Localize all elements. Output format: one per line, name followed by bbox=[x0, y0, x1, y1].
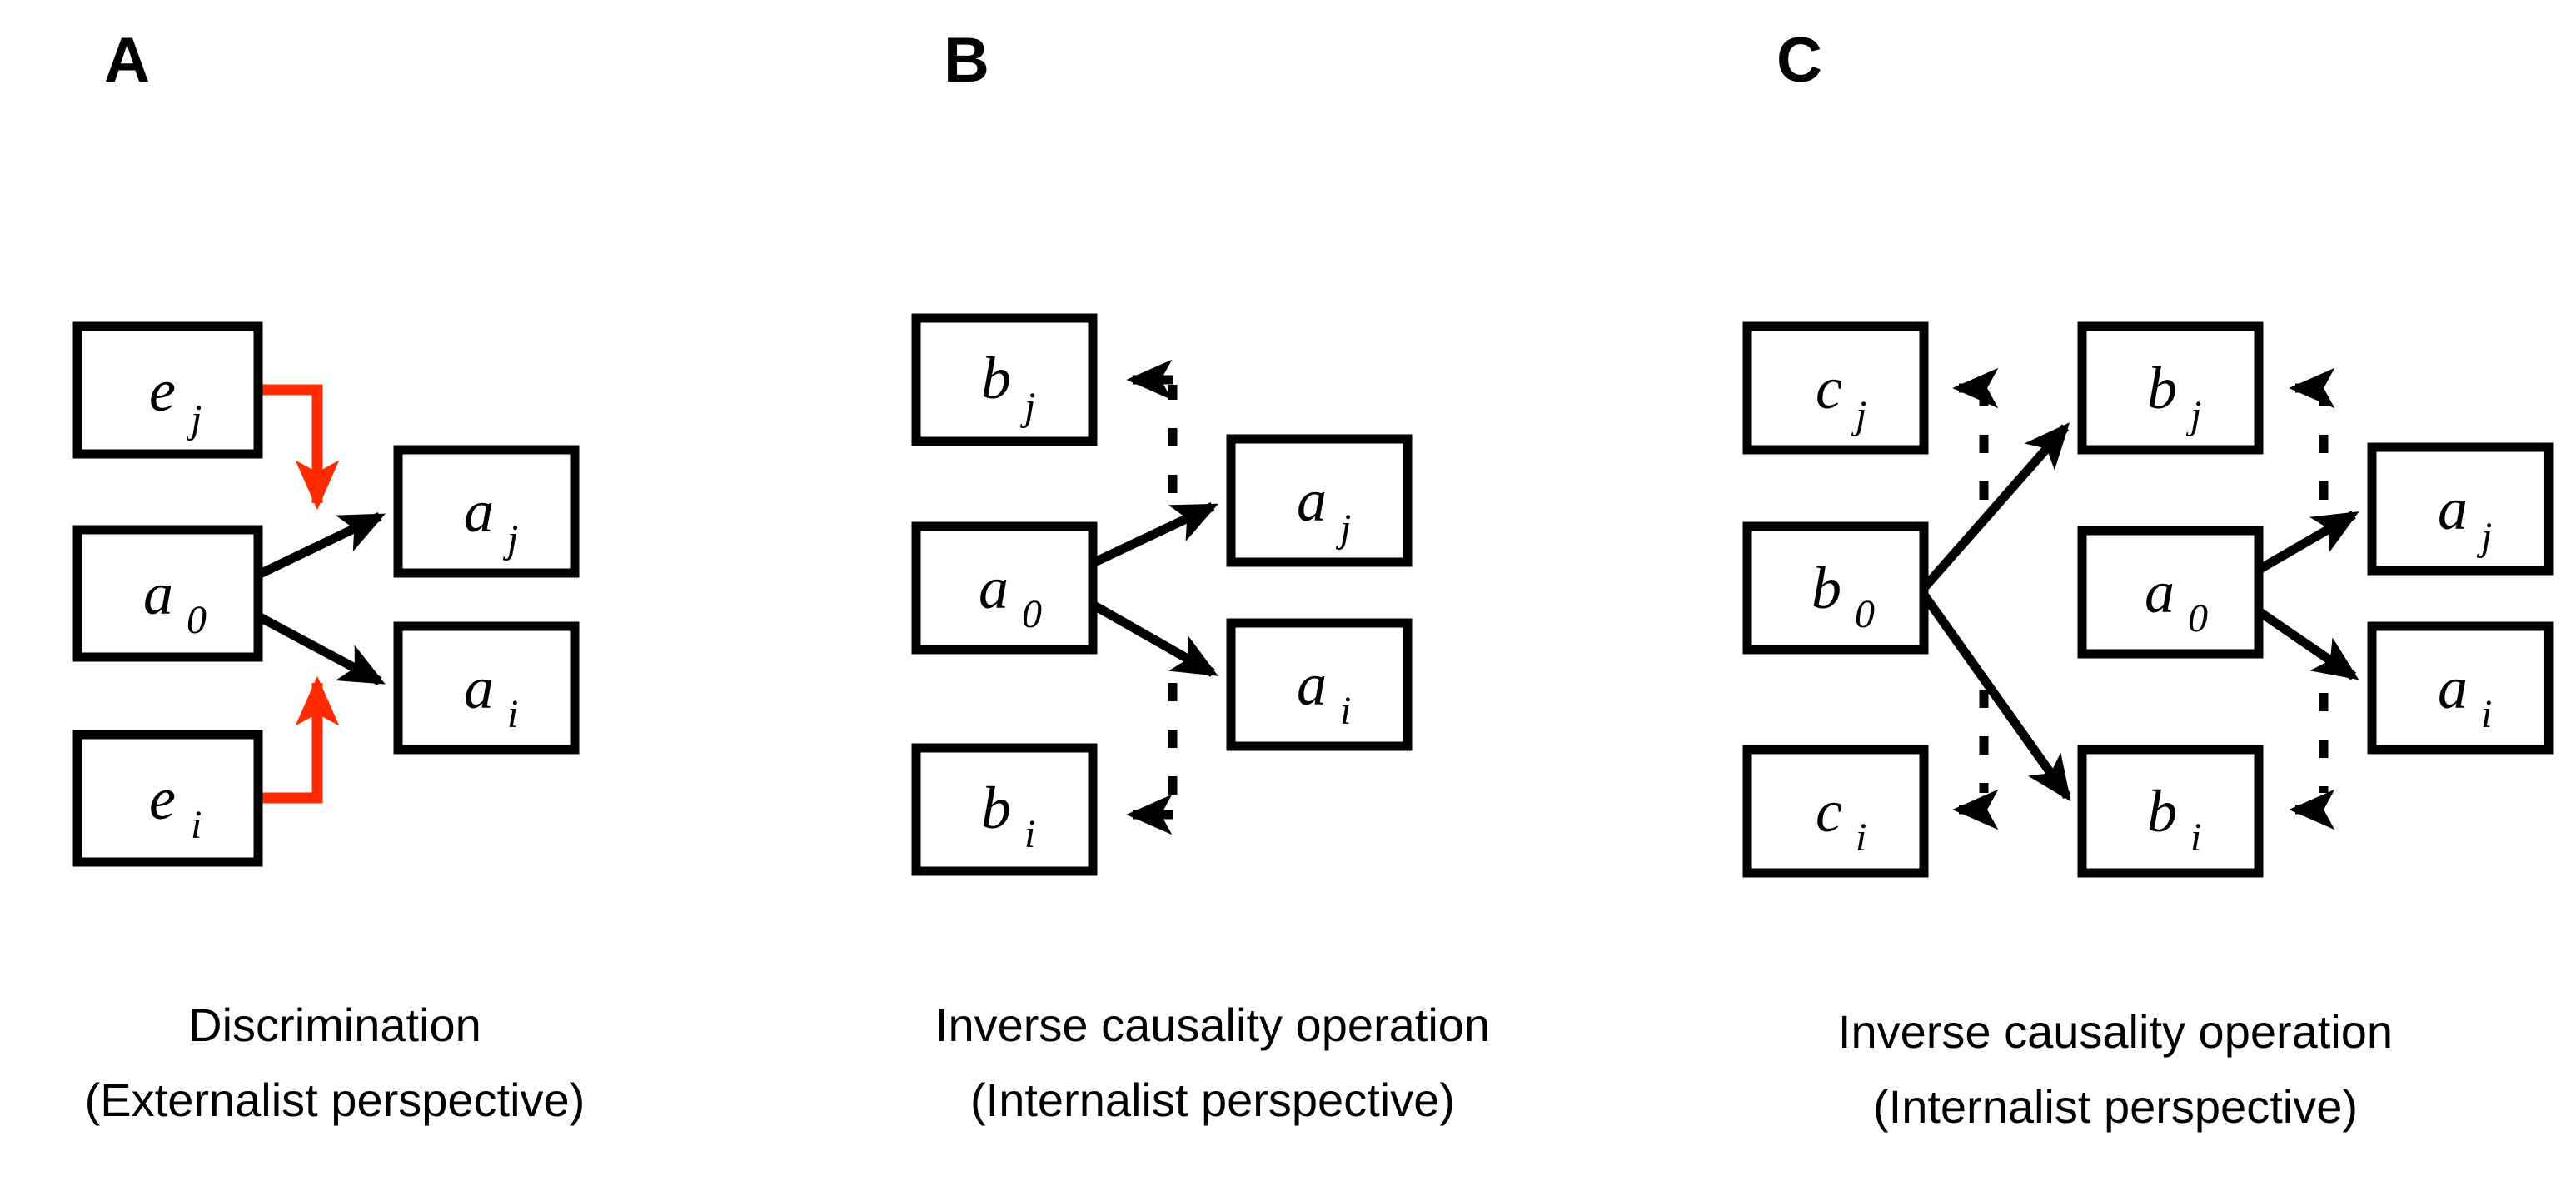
panel-letter-a: A bbox=[104, 25, 150, 96]
node-ei[interactable]: e i bbox=[72, 730, 263, 867]
edge-a0-to-aj bbox=[256, 512, 386, 579]
node-a0-subscript-c: 0 bbox=[2188, 596, 2208, 640]
panel-a: A e j a 0 e bbox=[72, 25, 585, 1126]
node-a0-box-b[interactable] bbox=[911, 521, 1098, 655]
edge-c-aj-to-bj bbox=[2289, 367, 2335, 500]
node-ai-box-b[interactable] bbox=[1226, 618, 1413, 751]
edge-ej-to-a0 bbox=[258, 384, 340, 511]
node-cj[interactable]: c j bbox=[1742, 321, 1929, 455]
caption-b-line2: (Internalist perspective) bbox=[970, 1074, 1455, 1126]
node-a0-subscript-b: 0 bbox=[1022, 592, 1042, 636]
node-aj-label: a bbox=[464, 478, 494, 545]
node-aj-panel-c[interactable]: a j bbox=[2367, 442, 2554, 576]
node-bi-label-c: b bbox=[2147, 778, 2177, 845]
panel-b: B b j a 0 bbox=[911, 25, 1490, 1126]
node-a0-label-c: a bbox=[2145, 559, 2175, 625]
node-ai-label-b: a bbox=[1297, 651, 1327, 718]
caption-a-line2: (Externalist perspective) bbox=[85, 1074, 585, 1126]
node-ai-subscript: i bbox=[507, 692, 518, 736]
node-ej-box[interactable] bbox=[72, 321, 263, 459]
node-a0-label: a bbox=[143, 561, 173, 627]
edge-bj-to-cj bbox=[1952, 367, 1999, 500]
node-a0-box-c[interactable] bbox=[2077, 526, 2264, 659]
node-bi-box[interactable] bbox=[911, 743, 1098, 876]
node-bj-label: b bbox=[981, 345, 1011, 411]
node-a0-label-b: a bbox=[979, 555, 1009, 621]
node-bi-box-c[interactable] bbox=[2077, 745, 2264, 878]
edge-bi-to-ci bbox=[1952, 690, 1999, 830]
node-a0-subscript: 0 bbox=[187, 598, 207, 642]
node-a0-panel-a[interactable]: a 0 bbox=[72, 525, 263, 662]
node-ei-subscript: i bbox=[191, 803, 202, 847]
node-cj-label: c bbox=[1816, 355, 1842, 421]
edge-a0-to-ai bbox=[256, 612, 386, 685]
node-bj-panel-c[interactable]: b j bbox=[2077, 321, 2264, 455]
node-bj-label-c: b bbox=[2147, 355, 2177, 421]
node-ci[interactable]: c i bbox=[1742, 745, 1929, 878]
node-bi-label: b bbox=[981, 775, 1011, 841]
caption-c-line1: Inverse causality operation bbox=[1838, 1005, 2393, 1058]
node-aj-box-c[interactable] bbox=[2367, 442, 2554, 576]
node-ei-label: e bbox=[149, 765, 176, 832]
edge-b0-to-bj bbox=[1920, 422, 2070, 591]
panel-letter-b: B bbox=[944, 25, 989, 96]
node-ai-panel-c[interactable]: a i bbox=[2367, 621, 2554, 755]
node-cj-box[interactable] bbox=[1742, 321, 1929, 455]
caption-c-line2: (Internalist perspective) bbox=[1873, 1080, 2358, 1133]
edge-b-a0-to-ai bbox=[1090, 600, 1218, 677]
node-a0-panel-b[interactable]: a 0 bbox=[911, 521, 1098, 655]
node-bj-box-c[interactable] bbox=[2077, 321, 2264, 455]
edge-b0-to-bi bbox=[1920, 591, 2071, 802]
node-ai-label-c: a bbox=[2438, 655, 2468, 721]
edge-ai-to-bi bbox=[1126, 683, 1178, 835]
node-b0-label: b bbox=[1811, 555, 1841, 621]
node-bi-panel-b[interactable]: b i bbox=[911, 743, 1098, 876]
node-ai-box[interactable] bbox=[393, 621, 580, 755]
node-ej-label: e bbox=[149, 357, 176, 424]
caption-b-line1: Inverse causality operation bbox=[935, 999, 1490, 1051]
node-b0-box[interactable] bbox=[1742, 521, 1929, 655]
panel-letter-c: C bbox=[1776, 25, 1822, 96]
node-ej[interactable]: e j bbox=[72, 321, 263, 459]
node-aj-label-c: a bbox=[2438, 476, 2468, 542]
node-ai-panel-a[interactable]: a i bbox=[393, 621, 580, 755]
node-aj-panel-a[interactable]: a j bbox=[393, 445, 580, 578]
node-ci-box[interactable] bbox=[1742, 745, 1929, 878]
node-aj-label-b: a bbox=[1297, 467, 1327, 534]
node-bj-box[interactable] bbox=[911, 313, 1098, 446]
edge-ei-to-a0 bbox=[258, 675, 340, 804]
panel-c: C bbox=[1742, 25, 2554, 1133]
node-b0-subscript: 0 bbox=[1855, 592, 1875, 636]
node-bj-panel-b[interactable]: b j bbox=[911, 313, 1098, 446]
edge-b-a0-to-aj bbox=[1090, 502, 1218, 567]
node-ai-subscript-c: i bbox=[2481, 692, 2492, 736]
node-ai-panel-b[interactable]: a i bbox=[1226, 618, 1413, 751]
node-ei-box[interactable] bbox=[72, 730, 263, 867]
edge-aj-to-bj bbox=[1126, 359, 1178, 493]
edge-c-ai-to-bi bbox=[2289, 693, 2335, 830]
node-ci-subscript: i bbox=[1856, 815, 1866, 860]
node-ai-box-c[interactable] bbox=[2367, 621, 2554, 755]
node-ai-label: a bbox=[464, 655, 494, 721]
node-bi-subscript: i bbox=[1024, 812, 1035, 856]
node-aj-box[interactable] bbox=[393, 445, 580, 578]
node-aj-box-b[interactable] bbox=[1226, 434, 1413, 567]
node-aj-panel-b[interactable]: a j bbox=[1226, 434, 1413, 567]
node-ci-label: c bbox=[1816, 778, 1842, 845]
edge-c-a0-to-ai bbox=[2255, 607, 2359, 680]
caption-a-line1: Discrimination bbox=[188, 999, 481, 1051]
node-a0-box[interactable] bbox=[72, 525, 263, 662]
node-a0-panel-c[interactable]: a 0 bbox=[2077, 526, 2264, 659]
node-bi-panel-c[interactable]: b i bbox=[2077, 745, 2264, 878]
node-ai-subscript-b: i bbox=[1340, 689, 1351, 733]
node-b0[interactable]: b 0 bbox=[1742, 521, 1929, 655]
edge-c-a0-to-aj bbox=[2256, 511, 2359, 574]
node-bi-subscript-c: i bbox=[2190, 815, 2201, 860]
